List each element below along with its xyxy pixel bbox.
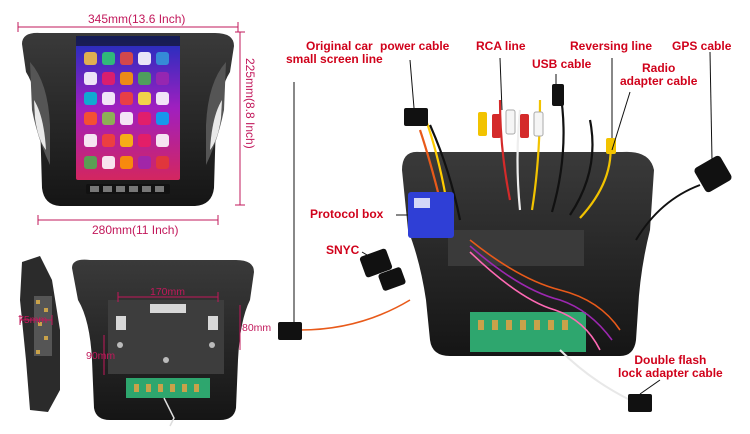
protocol-box-label: Protocol box: [310, 207, 384, 221]
usb-cable-label: USB cable: [532, 57, 592, 71]
back-height-label: 80mm: [242, 322, 272, 334]
power-cable-label: power cable: [380, 39, 450, 53]
front-width-top-label: 345mm(13.6 Inch): [88, 12, 186, 26]
wiring-panel-image: [278, 84, 732, 412]
snyc-label: SNYC: [326, 243, 360, 257]
original-car-line-1: Original car: [306, 39, 373, 53]
double-flash-line-2: lock adapter cable: [618, 366, 723, 380]
front-unit-image: [17, 22, 245, 225]
original-car-line-2: small screen line: [286, 52, 383, 66]
double-flash-lock-adapter-cable-label: Double flash lock adapter cable: [618, 354, 723, 380]
back-view-image: [72, 259, 254, 427]
original-car-screen-line-label: Original car small screen line: [286, 40, 383, 66]
radio-adapter-cable-label: Radio adapter cable: [620, 62, 697, 88]
radio-line-1: Radio: [642, 61, 676, 75]
front-height-side-label: 225mm(8.8 Inch): [243, 58, 257, 149]
gps-cable-label: GPS cable: [672, 39, 732, 53]
side-profile-image: [19, 256, 60, 412]
side-depth-label: 75mm: [18, 314, 48, 326]
double-flash-line-1: Double flash: [634, 353, 707, 367]
reversing-line-label: Reversing line: [570, 39, 653, 53]
back-width-label: 170mm: [150, 286, 186, 298]
back-lower-label: 90mm: [86, 350, 116, 362]
rca-line-label: RCA line: [476, 39, 526, 53]
radio-line-2: adapter cable: [620, 74, 698, 88]
front-width-bottom-label: 280mm(11 Inch): [92, 223, 179, 237]
